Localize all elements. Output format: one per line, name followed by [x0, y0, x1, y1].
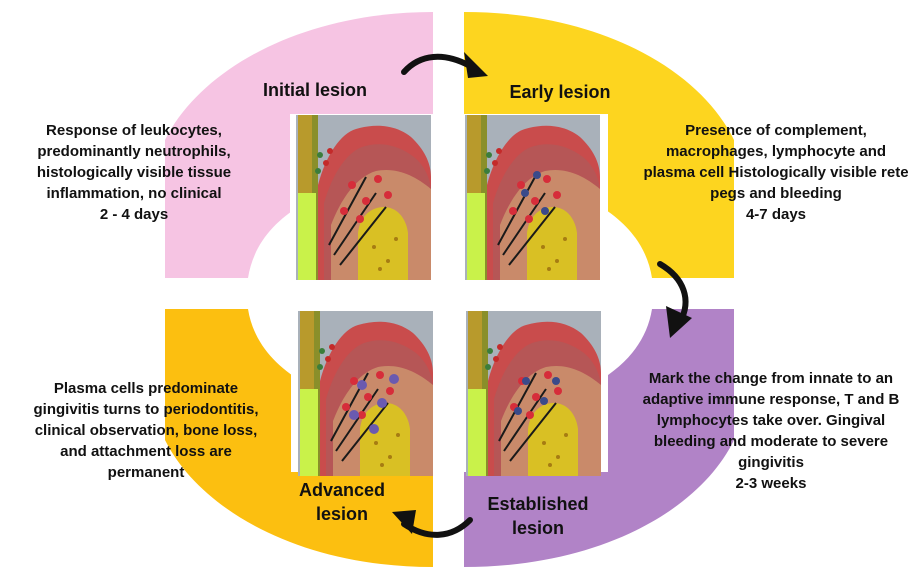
description-early-lesion: Presence of complement, macrophages, lym… [640, 120, 912, 225]
duration-established: 2-3 weeks [630, 473, 912, 494]
description-advanced-text: Plasma cells predominate gingivitis turn… [26, 378, 266, 483]
description-early-text: Presence of complement, macrophages, lym… [640, 120, 912, 204]
title-established-lesion: Established lesion [478, 492, 598, 540]
description-established-text: Mark the change from innate to an adapti… [630, 368, 912, 473]
duration-early: 4-7 days [640, 204, 912, 225]
histology-image-advanced [298, 311, 433, 476]
description-initial-text: Response of leukocytes, predominantly ne… [4, 120, 264, 204]
title-initial-lesion: Initial lesion [240, 78, 390, 102]
title-advanced-lesion: Advanced lesion [282, 478, 402, 526]
histology-image-initial [296, 115, 431, 280]
title-early-lesion: Early lesion [490, 80, 630, 104]
histology-image-early [465, 115, 600, 280]
description-initial-lesion: Response of leukocytes, predominantly ne… [4, 120, 264, 225]
description-established-lesion: Mark the change from innate to an adapti… [630, 368, 912, 494]
description-advanced-lesion: Plasma cells predominate gingivitis turn… [26, 378, 266, 483]
duration-initial: 2 - 4 days [4, 204, 264, 225]
histology-image-established [466, 311, 601, 476]
